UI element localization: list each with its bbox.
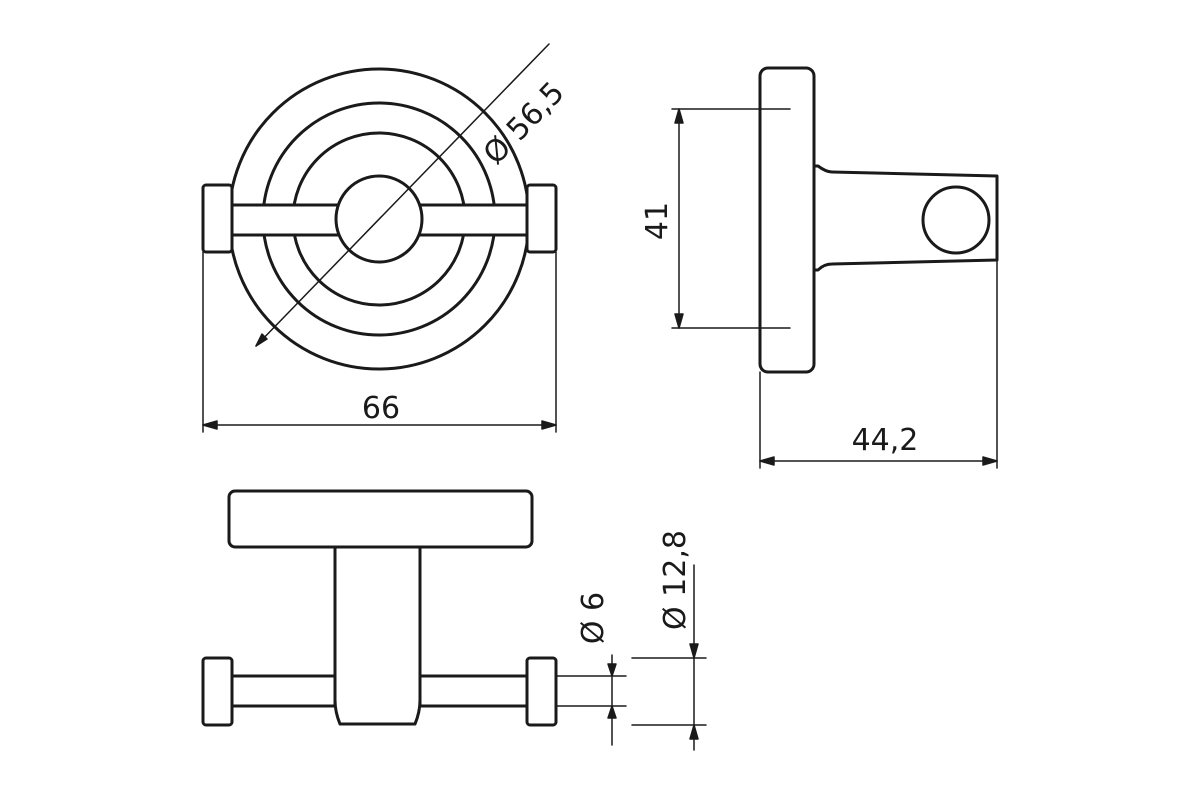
side-rosette bbox=[758, 66, 816, 374]
diameter-arrow bbox=[255, 333, 268, 347]
bottom-small-diameter-label: Ø 6 bbox=[576, 592, 611, 644]
bottom-hook-arm-right bbox=[418, 674, 530, 708]
front-width-label: 66 bbox=[362, 391, 400, 426]
bottom-rosette bbox=[227, 489, 534, 549]
bottom-hook-arm-left bbox=[228, 674, 337, 708]
bottom-large-diameter-label: Ø 12,8 bbox=[658, 530, 693, 630]
height-arrow-bottom bbox=[674, 313, 684, 329]
depth-arrow-left bbox=[759, 456, 775, 466]
bottom-dimensions bbox=[555, 564, 707, 751]
depth-arrow-right bbox=[982, 456, 998, 466]
width-arrow-left bbox=[202, 420, 218, 430]
small-dia-arrow-bottom bbox=[607, 705, 617, 719]
height-arrow-top bbox=[674, 108, 684, 124]
side-depth-label: 44,2 bbox=[852, 423, 919, 458]
side-hook-body bbox=[812, 164, 999, 272]
bottom-view bbox=[201, 489, 558, 727]
bottom-hook-end-left bbox=[201, 656, 234, 727]
front-diameter-label: Ø 56,5 bbox=[477, 75, 572, 171]
side-height-label: 41 bbox=[640, 202, 675, 240]
large-dia-arrow-bottom bbox=[689, 724, 699, 740]
width-arrow-right bbox=[541, 420, 557, 430]
front-dimensions bbox=[202, 43, 557, 433]
small-dia-arrow-top bbox=[607, 663, 617, 677]
front-view bbox=[201, 67, 558, 371]
diameter-line bbox=[255, 43, 550, 347]
side-hook-end bbox=[921, 185, 991, 255]
bottom-hook-end-right bbox=[525, 656, 558, 727]
side-dimensions bbox=[671, 108, 998, 469]
front-hook-end-left bbox=[201, 183, 234, 254]
front-hook-end-right bbox=[525, 183, 558, 254]
bottom-post bbox=[333, 545, 422, 726]
large-dia-arrow-top bbox=[689, 643, 699, 659]
side-view bbox=[758, 66, 999, 374]
